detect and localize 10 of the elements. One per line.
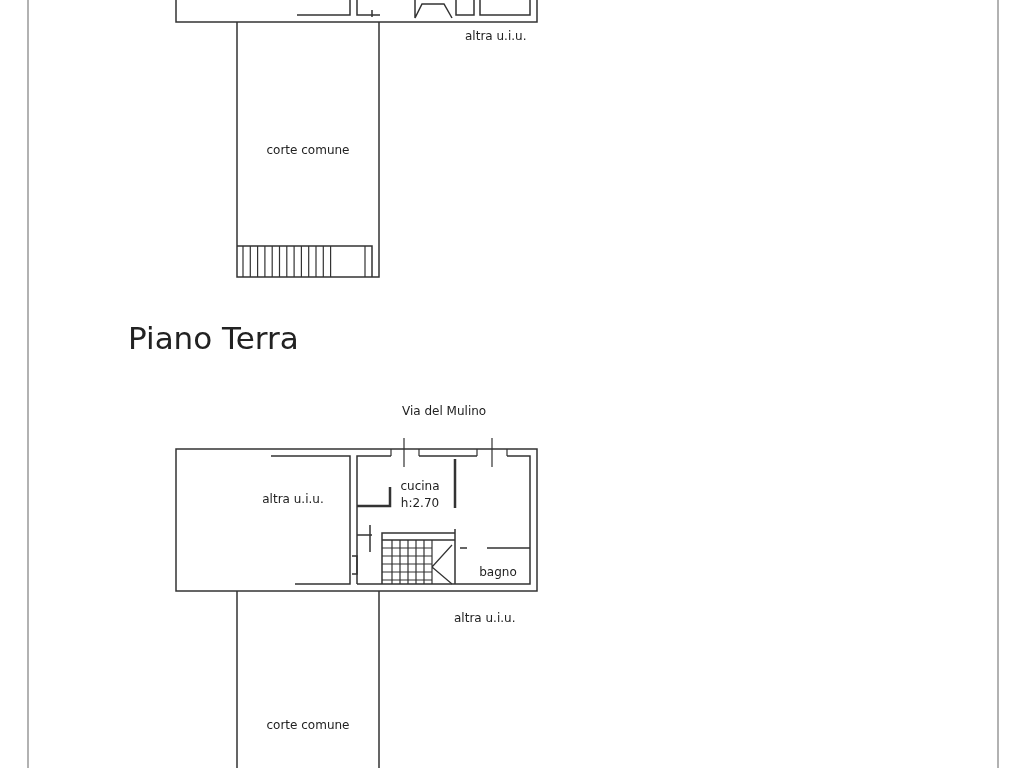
room-name: altra u.i.u.: [262, 491, 324, 508]
neighbor-unit-label: altra u.i.u.: [454, 611, 516, 625]
room-name: bagno: [479, 564, 517, 581]
area-name: corte comune: [266, 142, 350, 159]
street-name: Via del Mulino: [402, 404, 487, 418]
neighbor-unit-label: altra u.i.u.: [465, 29, 527, 43]
floor-title: Piano Terra: [128, 320, 299, 356]
ceiling-height: h:2.70: [400, 495, 440, 512]
area-name: corte comune: [266, 717, 350, 734]
room-name: cucina: [400, 478, 440, 495]
